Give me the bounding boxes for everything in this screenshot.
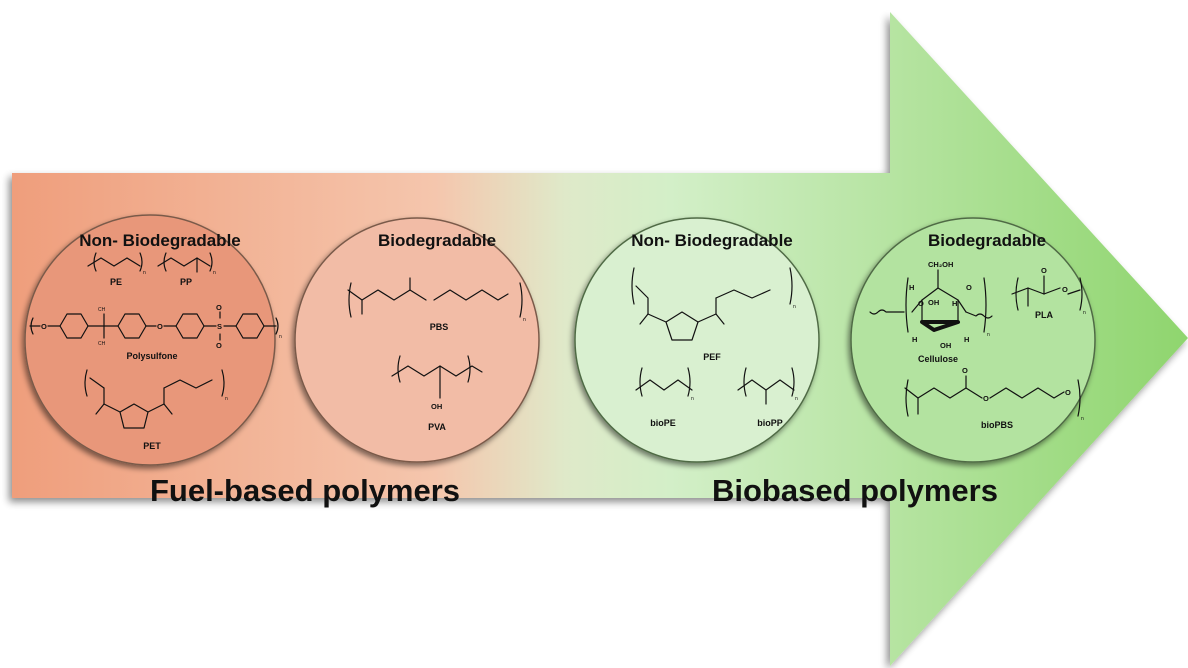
pbs-structure: n PBS — [347, 277, 526, 332]
svg-text:n: n — [143, 270, 146, 276]
svg-text:S: S — [217, 322, 222, 331]
svg-text:O: O — [216, 303, 222, 312]
svg-text:CH: CH — [98, 341, 106, 347]
svg-text:n: n — [213, 270, 216, 276]
svg-text:n: n — [225, 396, 228, 402]
pla-structure: O O n PLA — [1011, 266, 1086, 320]
circle-title: Biodegradable — [378, 231, 496, 250]
svg-text:H: H — [952, 299, 957, 308]
svg-text:n: n — [279, 334, 282, 340]
pva-label: PVA — [428, 422, 446, 432]
circle-fuel-non-biodegradable: Non- Biodegradable n PE n PP O — [24, 214, 282, 466]
pef-label: PEF — [703, 352, 721, 362]
svg-text:n: n — [987, 332, 990, 338]
svg-text:H: H — [912, 335, 917, 344]
svg-text:O: O — [1041, 266, 1047, 275]
circle-bio-non-biodegradable: Non- Biodegradable n PEF n bioPE — [574, 217, 820, 463]
svg-text:H: H — [964, 335, 969, 344]
pbs-label: PBS — [430, 322, 449, 332]
svg-text:O: O — [1065, 388, 1071, 397]
pva-hydroxyl: OH — [431, 402, 442, 411]
svg-text:O: O — [918, 299, 924, 308]
circle-bio-biodegradable: Biodegradable CH₂OH n H O OH H O H OH H … — [850, 217, 1096, 463]
svg-text:CH: CH — [98, 307, 106, 313]
fuel-based-label: Fuel-based polymers — [150, 473, 460, 508]
circle-fuel-biodegradable: Biodegradable n PBS OH PVA — [294, 217, 540, 463]
biope-structure: n bioPE — [635, 367, 694, 428]
svg-text:O: O — [157, 322, 163, 331]
biopbs-label: bioPBS — [981, 420, 1013, 430]
svg-text:n: n — [1083, 310, 1086, 316]
pet-structure: n PET — [84, 369, 228, 451]
svg-text:n: n — [793, 304, 796, 310]
circle-title: Biodegradable — [928, 231, 1046, 250]
biopbs-structure: O O O n bioPBS — [904, 366, 1084, 430]
pp-structure: n PP — [157, 252, 216, 287]
svg-text:O: O — [1062, 285, 1068, 294]
polysulfone-structure: O CH CH O S O O n Polysulfone — [29, 303, 282, 361]
pe-structure: n PE — [87, 252, 146, 287]
svg-text:H: H — [909, 283, 914, 292]
pp-label: PP — [180, 277, 192, 287]
svg-text:n: n — [523, 317, 526, 323]
pva-structure: OH PVA — [391, 355, 483, 432]
pe-label: PE — [110, 277, 122, 287]
svg-text:n: n — [1081, 416, 1084, 422]
svg-text:n: n — [795, 396, 798, 402]
pla-label: PLA — [1035, 310, 1054, 320]
svg-text:CH₂OH: CH₂OH — [928, 260, 953, 269]
cellulose-label: Cellulose — [918, 354, 958, 364]
pef-structure: n PEF — [631, 267, 796, 362]
biobased-label: Biobased polymers — [712, 473, 998, 508]
svg-text:O: O — [962, 366, 968, 375]
svg-text:O: O — [216, 341, 222, 350]
biope-label: bioPE — [650, 418, 676, 428]
svg-text:O: O — [41, 322, 47, 331]
biopp-structure: n bioPP — [737, 367, 798, 428]
polysulfone-label: Polysulfone — [126, 351, 177, 361]
svg-text:O: O — [966, 283, 972, 292]
circle-title: Non- Biodegradable — [79, 231, 241, 250]
svg-text:OH: OH — [940, 341, 951, 350]
svg-text:O: O — [983, 394, 989, 403]
cellulose-structure: CH₂OH n H O OH H O H OH H Cellulose — [869, 260, 993, 364]
biopp-label: bioPP — [757, 418, 783, 428]
svg-text:n: n — [691, 396, 694, 402]
circle-title: Non- Biodegradable — [631, 231, 793, 250]
pet-label: PET — [143, 441, 161, 451]
svg-text:OH: OH — [928, 298, 939, 307]
